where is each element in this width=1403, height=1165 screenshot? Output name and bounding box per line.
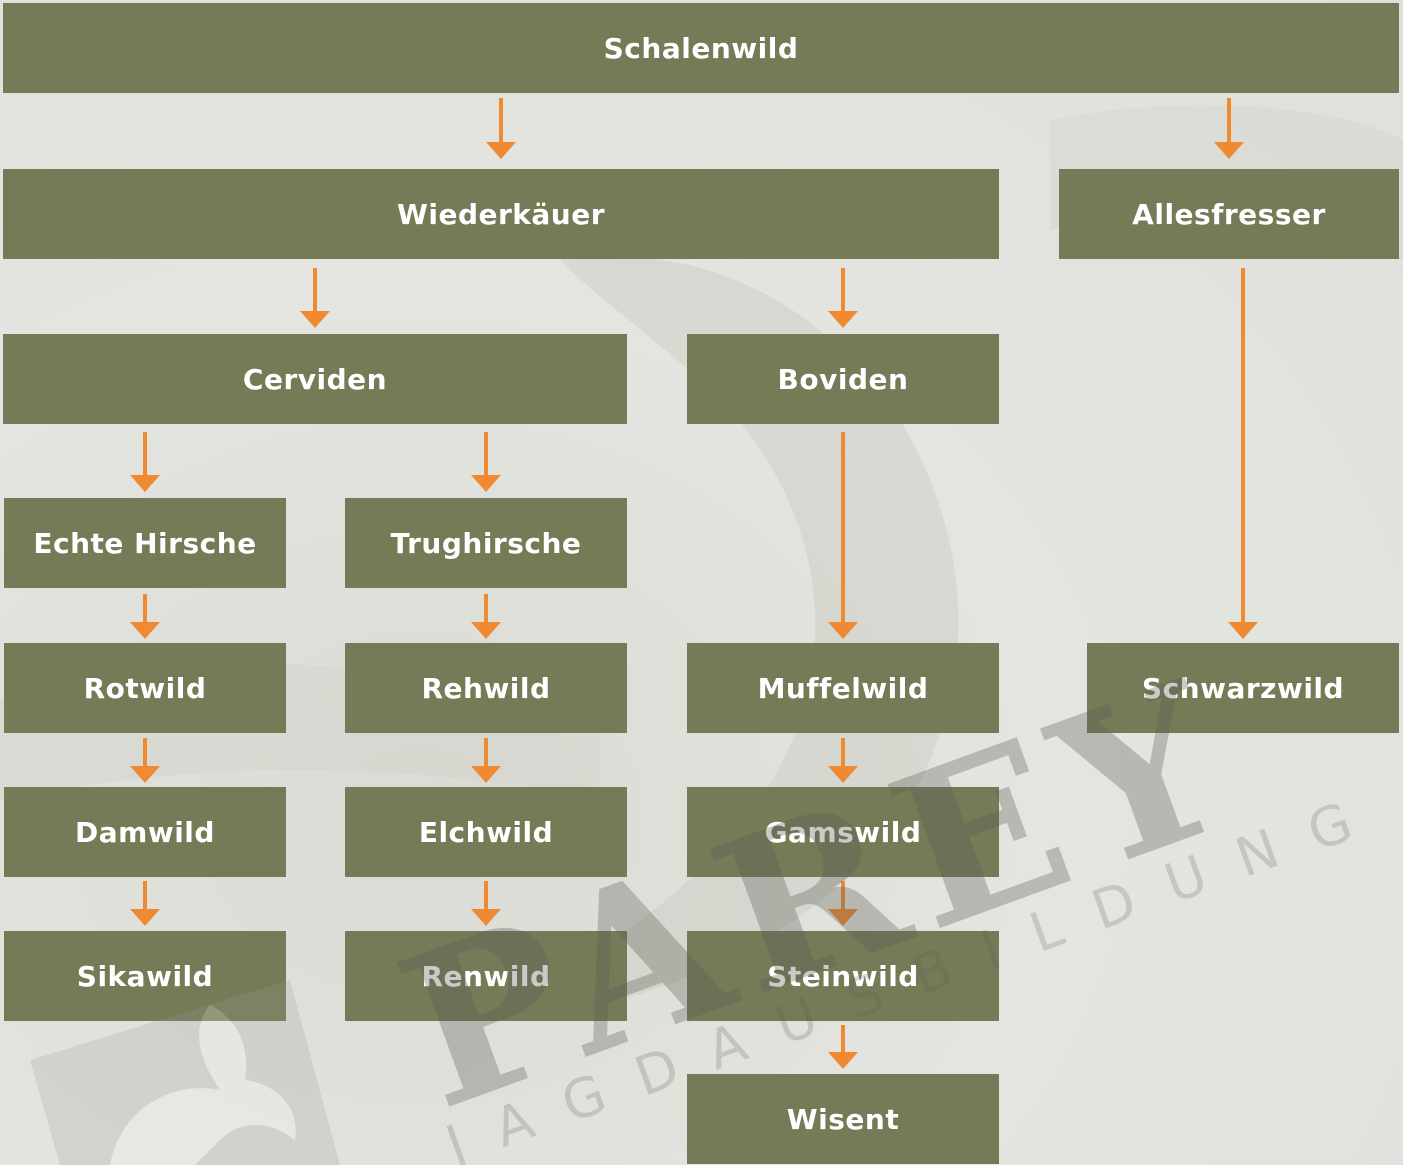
node-label: Boviden	[777, 362, 909, 396]
node-steinwild: Steinwild	[687, 931, 999, 1021]
node-label: Damwild	[75, 815, 215, 849]
node-label: Sikawild	[76, 959, 214, 993]
node-label: Wiederkäuer	[396, 197, 606, 231]
node-wiederkaeuer: Wiederkäuer	[3, 169, 999, 259]
node-label: Muffelwild	[757, 671, 929, 705]
node-rehwild: Rehwild	[345, 643, 627, 733]
node-label: Wisent	[786, 1102, 900, 1136]
node-label: Schwarzwild	[1141, 671, 1345, 705]
node-label: Cerviden	[242, 362, 388, 396]
node-boviden: Boviden	[687, 334, 999, 424]
node-sikawild: Sikawild	[4, 931, 286, 1021]
node-wisent: Wisent	[687, 1074, 999, 1164]
node-rotwild: Rotwild	[4, 643, 286, 733]
node-cerviden: Cerviden	[3, 334, 627, 424]
node-label: Echte Hirsche	[33, 526, 257, 560]
node-label: Elchwild	[418, 815, 554, 849]
node-label: Steinwild	[767, 959, 919, 993]
node-schwarzwild: Schwarzwild	[1087, 643, 1399, 733]
node-trughirsche: Trughirsche	[345, 498, 627, 588]
node-label: Gamswild	[764, 815, 922, 849]
node-echte-hirsche: Echte Hirsche	[4, 498, 286, 588]
node-label: Allesfresser	[1132, 197, 1326, 231]
node-renwild: Renwild	[345, 931, 627, 1021]
node-allesfresser: Allesfresser	[1059, 169, 1399, 259]
node-label: Renwild	[421, 959, 551, 993]
node-elchwild: Elchwild	[345, 787, 627, 877]
node-label: Rotwild	[83, 671, 207, 705]
node-gamswild: Gamswild	[687, 787, 999, 877]
node-label: Schalenwild	[603, 31, 799, 65]
node-label: Trughirsche	[390, 526, 582, 560]
node-muffelwild: Muffelwild	[687, 643, 999, 733]
node-schalenwild: Schalenwild	[3, 3, 1399, 93]
node-label: Rehwild	[421, 671, 551, 705]
node-damwild: Damwild	[4, 787, 286, 877]
